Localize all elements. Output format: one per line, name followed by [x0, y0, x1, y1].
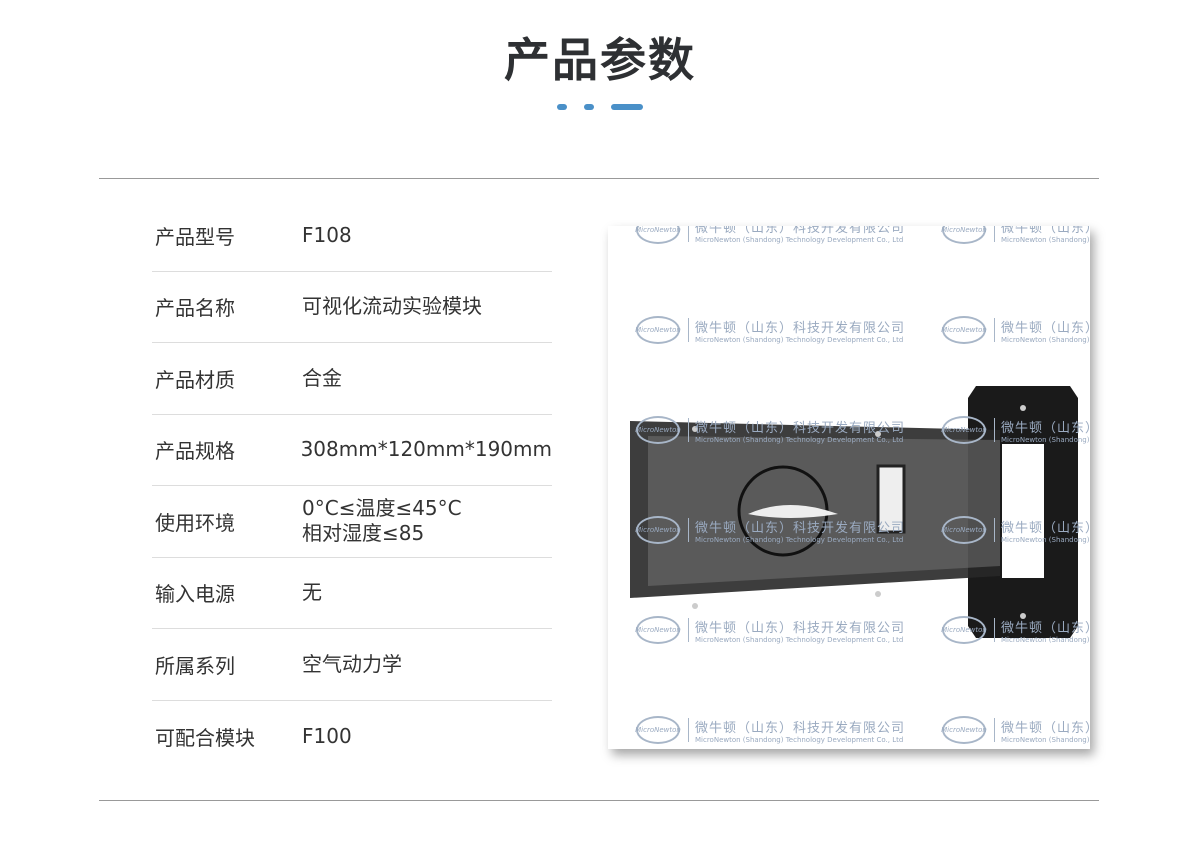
- decoration-dot: [557, 104, 567, 110]
- watermark-logo: MicroNewton: [635, 316, 681, 344]
- param-row: 输入电源 无: [152, 558, 552, 629]
- param-label: 产品材质: [155, 367, 235, 392]
- watermark-cn: 微牛顿（山东）科技开发有限公司: [695, 320, 906, 336]
- watermark-divider: [994, 718, 995, 742]
- param-value-line: 相对湿度≤85: [302, 521, 425, 546]
- param-value: 合金: [302, 365, 342, 390]
- watermark-logo: MicroNewton: [941, 226, 987, 244]
- watermark-en: MicroNewton (Shandong) Technology Develo…: [1001, 635, 1090, 644]
- watermark-logo: MicroNewton: [635, 416, 681, 444]
- decoration-dot: [584, 104, 594, 110]
- watermark-en: MicroNewton (Shandong) Technology Develo…: [695, 735, 904, 744]
- watermark-en: MicroNewton (Shandong) Technology Develo…: [695, 235, 904, 244]
- watermark-en: MicroNewton (Shandong) Technology Develo…: [1001, 735, 1090, 744]
- watermark-cn: 微牛顿（山东）科技开发有限公司: [695, 420, 906, 436]
- watermark-divider: [688, 226, 689, 242]
- page-title: 产品参数: [504, 33, 696, 87]
- watermark-en: MicroNewton (Shandong) Technology Develo…: [1001, 435, 1090, 444]
- watermark-logo: MicroNewton: [941, 416, 987, 444]
- watermark-divider: [994, 418, 995, 442]
- param-label: 输入电源: [155, 582, 235, 607]
- watermark-divider: [994, 318, 995, 342]
- watermark-cn: 微牛顿（山东）科技开发有限公司: [695, 620, 906, 636]
- watermark-divider: [688, 718, 689, 742]
- watermark-cn: 微牛顿（山东）科技开发有限公司: [1001, 520, 1090, 536]
- watermark-cn: 微牛顿（山东）科技开发有限公司: [695, 520, 906, 536]
- param-value: F100: [302, 723, 352, 748]
- watermark-en: MicroNewton (Shandong) Technology Develo…: [695, 535, 904, 544]
- watermark-logo: MicroNewton: [941, 516, 987, 544]
- watermark-cn: 微牛顿（山东）科技开发有限公司: [695, 720, 906, 736]
- watermark-en: MicroNewton (Shandong) Technology Develo…: [1001, 535, 1090, 544]
- watermark-cn: 微牛顿（山东）科技开发有限公司: [1001, 720, 1090, 736]
- params-table: 产品型号 F108 产品名称 可视化流动实验模块 产品材质 合金 产品规格 308mm*…: [152, 200, 552, 772]
- param-row: 可配合模块 F100: [152, 701, 552, 773]
- watermark-en: MicroNewton (Shandong) Technology Develo…: [695, 635, 904, 644]
- watermark-logo: MicroNewton: [635, 516, 681, 544]
- decoration-bar: [611, 104, 643, 110]
- param-label: 可配合模块: [155, 725, 255, 750]
- watermark-cn: 微牛顿（山东）科技开发有限公司: [1001, 320, 1090, 336]
- watermark-divider: [688, 518, 689, 542]
- param-row: 所属系列 空气动力学: [152, 629, 552, 701]
- param-value: 308mm*120mm*190mm: [300, 437, 552, 462]
- param-value: 无: [302, 580, 322, 605]
- watermark-en: MicroNewton (Shandong) Technology Develo…: [1001, 235, 1090, 244]
- watermark-logo: MicroNewton: [941, 716, 987, 744]
- watermark-divider: [688, 318, 689, 342]
- param-label: 产品规格: [155, 439, 235, 464]
- watermark-cn: 微牛顿（山东）科技开发有限公司: [1001, 420, 1090, 436]
- param-label: 使用环境: [155, 510, 235, 535]
- param-label: 产品型号: [155, 224, 235, 249]
- product-illustration: [630, 386, 1078, 638]
- watermark-divider: [994, 618, 995, 642]
- watermark-logo: MicroNewton: [941, 316, 987, 344]
- param-value-line: 0°C≤温度≤45°C: [302, 496, 462, 521]
- divider-top: [99, 178, 1099, 179]
- watermark-en: MicroNewton (Shandong) Technology Develo…: [1001, 335, 1090, 344]
- watermark-divider: [994, 518, 995, 542]
- param-row: 产品型号 F108: [152, 200, 552, 272]
- watermark-logo: MicroNewton: [635, 226, 681, 244]
- param-value: 可视化流动实验模块: [302, 294, 482, 319]
- watermark-divider: [688, 418, 689, 442]
- param-value: 空气动力学: [302, 651, 402, 676]
- param-value: F108: [302, 222, 352, 247]
- watermark-cn: 微牛顿（山东）科技开发有限公司: [1001, 226, 1090, 236]
- divider-bottom: [99, 800, 1099, 801]
- param-row: 产品名称 可视化流动实验模块: [152, 272, 552, 343]
- watermark-logo: MicroNewton: [635, 716, 681, 744]
- param-row: 产品规格 308mm*120mm*190mm: [152, 415, 552, 486]
- watermark-en: MicroNewton (Shandong) Technology Develo…: [695, 435, 904, 444]
- param-row: 产品材质 合金: [152, 343, 552, 415]
- watermark-divider: [994, 226, 995, 242]
- watermark-cn: 微牛顿（山东）科技开发有限公司: [695, 226, 906, 236]
- param-label: 所属系列: [155, 653, 235, 678]
- watermark-logo: MicroNewton: [941, 616, 987, 644]
- watermark-cn: 微牛顿（山东）科技开发有限公司: [1001, 620, 1090, 636]
- param-label: 产品名称: [155, 296, 235, 321]
- watermark-divider: [688, 618, 689, 642]
- watermark-en: MicroNewton (Shandong) Technology Develo…: [695, 335, 904, 344]
- watermark-logo: MicroNewton: [635, 616, 681, 644]
